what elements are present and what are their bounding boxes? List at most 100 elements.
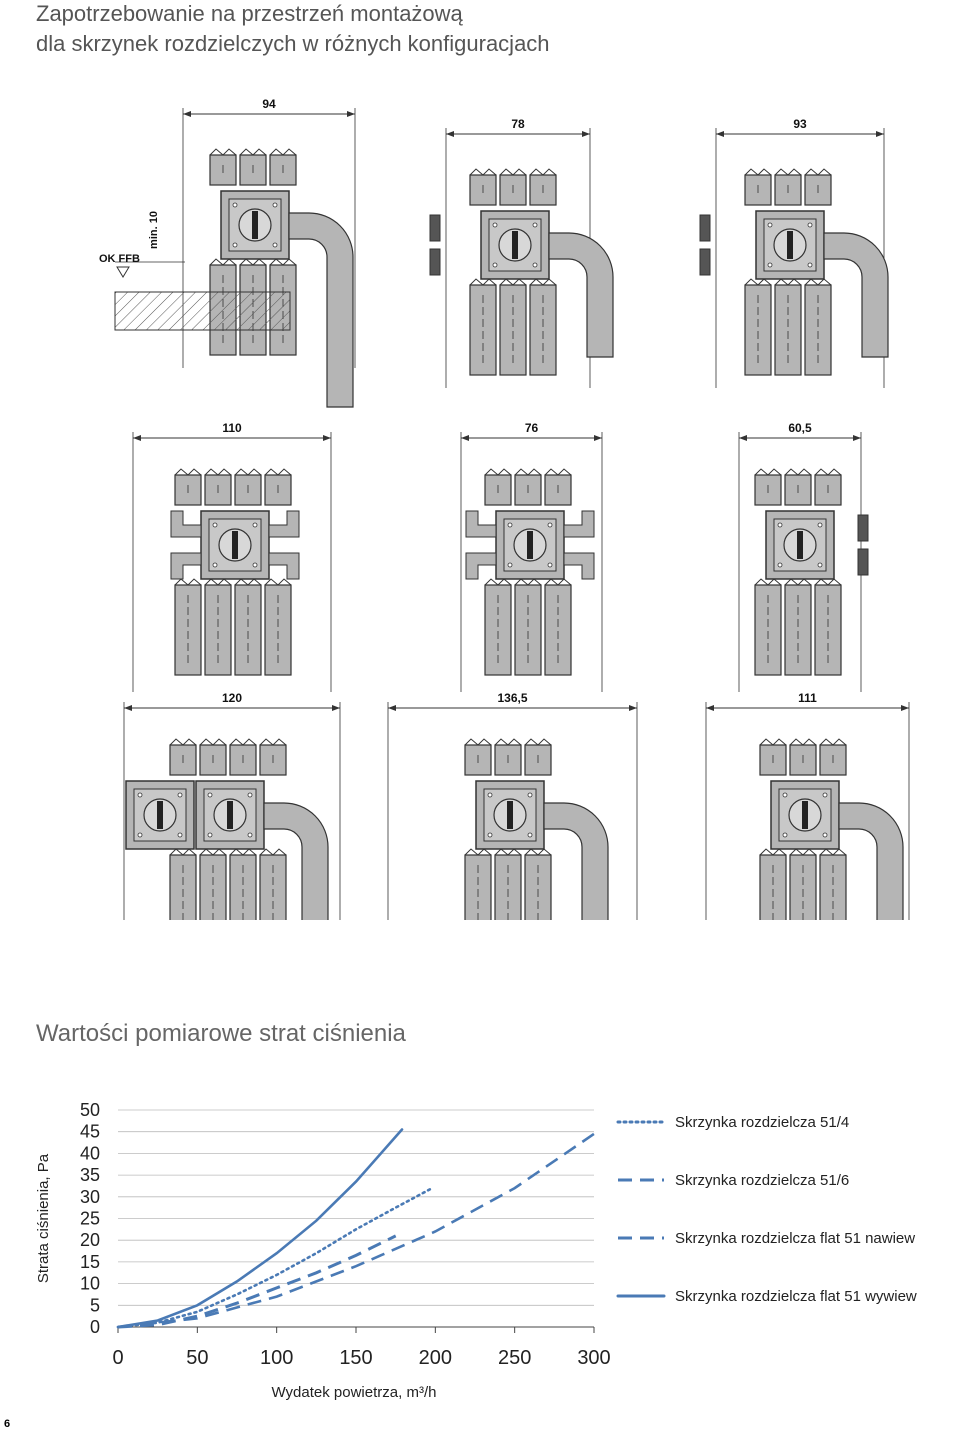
hose-end [544, 468, 572, 476]
y-tick-label: 0 [90, 1317, 100, 1337]
dial-slot [157, 801, 163, 829]
screw [247, 832, 253, 838]
y-tick-label: 10 [80, 1274, 100, 1294]
diagram-7: 120 [123, 691, 341, 920]
hose-end [484, 468, 512, 476]
screw [232, 202, 238, 208]
screw [507, 562, 513, 568]
duct-bend [263, 802, 329, 920]
screw [492, 222, 498, 228]
hose-end [759, 848, 787, 856]
hose-end [469, 278, 497, 286]
hose-end [774, 278, 802, 286]
hose-end [529, 168, 557, 176]
x-tick-label: 100 [260, 1347, 293, 1369]
x-tick-label: 50 [186, 1347, 208, 1369]
screw [532, 262, 538, 268]
hose-end [754, 468, 782, 476]
dial-slot [802, 801, 808, 829]
duct-bend [823, 232, 889, 358]
hose-end [759, 738, 787, 746]
screw [822, 792, 828, 798]
series-line-2 [117, 1234, 397, 1329]
duct-hose [819, 854, 847, 920]
hose-end [819, 738, 847, 746]
screw [492, 262, 498, 268]
screw [487, 792, 493, 798]
dial-slot [507, 801, 513, 829]
hose-end [464, 738, 492, 746]
dimension-label: 60,5 [788, 421, 812, 435]
hose-end [169, 848, 197, 856]
y-tick-label: 35 [80, 1165, 100, 1185]
screw [807, 222, 813, 228]
hose-end [789, 738, 817, 746]
y-axis-label: Strata ciśnienia, Pa [35, 1153, 52, 1283]
screw [767, 262, 773, 268]
screw [817, 522, 823, 528]
hose-end [174, 578, 202, 586]
duct-bend [548, 232, 614, 358]
duct-bend [288, 212, 354, 408]
screw [252, 562, 258, 568]
y-tick-label: 30 [80, 1187, 100, 1207]
screw [767, 222, 773, 228]
hose-end [499, 168, 527, 176]
diagram-5: 76 [460, 421, 603, 692]
dimension-label: 120 [222, 691, 242, 705]
hose-end [259, 848, 287, 856]
screw [782, 832, 788, 838]
hose-end [814, 578, 842, 586]
hose-end [199, 738, 227, 746]
hose-end [484, 578, 512, 586]
end-cap [699, 214, 711, 242]
screw [817, 562, 823, 568]
hose-end [784, 578, 812, 586]
hose-end [209, 258, 237, 266]
legend-label: Skrzynka rozdzielcza 51/6 [675, 1172, 849, 1189]
end-cap [857, 514, 869, 542]
diagram-1: 94 [182, 97, 356, 408]
hose-end [229, 848, 257, 856]
screw [507, 522, 513, 528]
hose-end [269, 258, 297, 266]
screw [252, 522, 258, 528]
diagram-8: 136,5 [387, 691, 638, 920]
hose-end [199, 848, 227, 856]
dial-slot [512, 231, 518, 259]
side-connector [170, 552, 300, 580]
screw [272, 202, 278, 208]
hose-end [524, 738, 552, 746]
duct-hose [524, 854, 552, 920]
diagram-4: 110 [132, 421, 332, 692]
screw [232, 242, 238, 248]
hose-end [814, 468, 842, 476]
hose-end [494, 848, 522, 856]
end-cap [429, 214, 441, 242]
screw [777, 522, 783, 528]
hose-end [469, 168, 497, 176]
screw [527, 792, 533, 798]
diagram-2: 78 [429, 117, 614, 388]
duct-hose [229, 854, 257, 920]
dimension-label: 110 [222, 421, 242, 435]
series-line-1 [116, 1186, 434, 1329]
hose-end [544, 578, 572, 586]
x-tick-label: 200 [419, 1347, 452, 1369]
series-line-3 [117, 1132, 595, 1329]
page-title-line-2: dla skrzynek rozdzielczych w różnych kon… [36, 31, 550, 56]
hose-end [204, 468, 232, 476]
y-tick-label: 15 [80, 1252, 100, 1272]
y-tick-label: 25 [80, 1209, 100, 1229]
x-tick-label: 300 [577, 1347, 610, 1369]
section-title: Wartości pomiarowe strat ciśnienia [36, 1020, 406, 1047]
screw [272, 242, 278, 248]
hose-end [789, 848, 817, 856]
y-tick-label: 5 [90, 1295, 100, 1315]
dial-slot [227, 801, 233, 829]
duct-hose [259, 854, 287, 920]
hose-end [784, 468, 812, 476]
end-cap [699, 248, 711, 276]
hose-end [804, 278, 832, 286]
